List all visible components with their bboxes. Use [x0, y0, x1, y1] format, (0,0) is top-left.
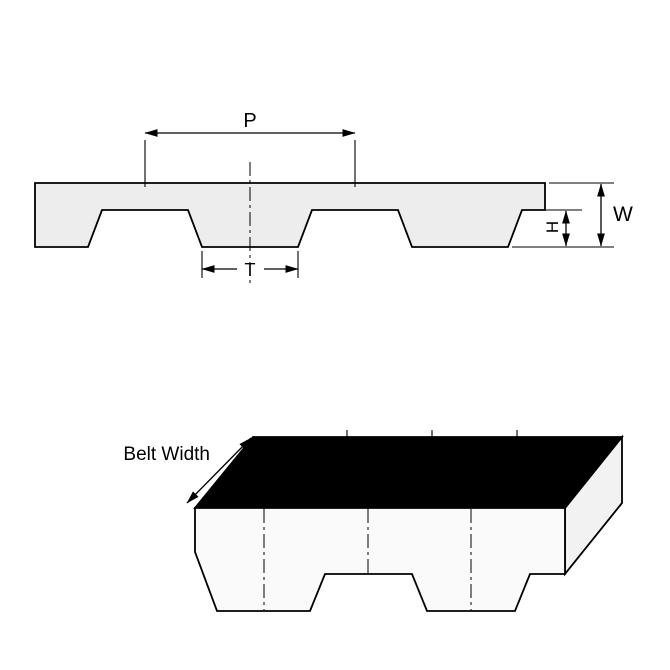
belt-width-annotation: Belt Width: [123, 437, 252, 504]
tooth-height-label: H: [543, 221, 562, 233]
belt-top-face: [193, 436, 624, 509]
belt-thickness-dimension: W: [512, 182, 633, 248]
cross-section-view: P T H W: [34, 110, 633, 284]
tooth-height-dimension: H: [543, 209, 582, 247]
belt-profile: [34, 182, 546, 248]
belt-width-label: Belt Width: [123, 444, 210, 465]
tooth-width-dimension: T: [201, 251, 299, 280]
belt-width-arrow: [186, 437, 252, 504]
front-face-centerlines: [263, 509, 472, 610]
tooth-width-label: T: [245, 260, 256, 280]
perspective-view: Belt Width: [123, 430, 624, 612]
belt-front-face: [194, 507, 566, 612]
pitch-label: P: [243, 110, 256, 132]
belt-thickness-label: W: [613, 203, 633, 226]
pitch-dimension: P: [144, 110, 356, 187]
top-face-edge-ticks: [346, 430, 518, 443]
